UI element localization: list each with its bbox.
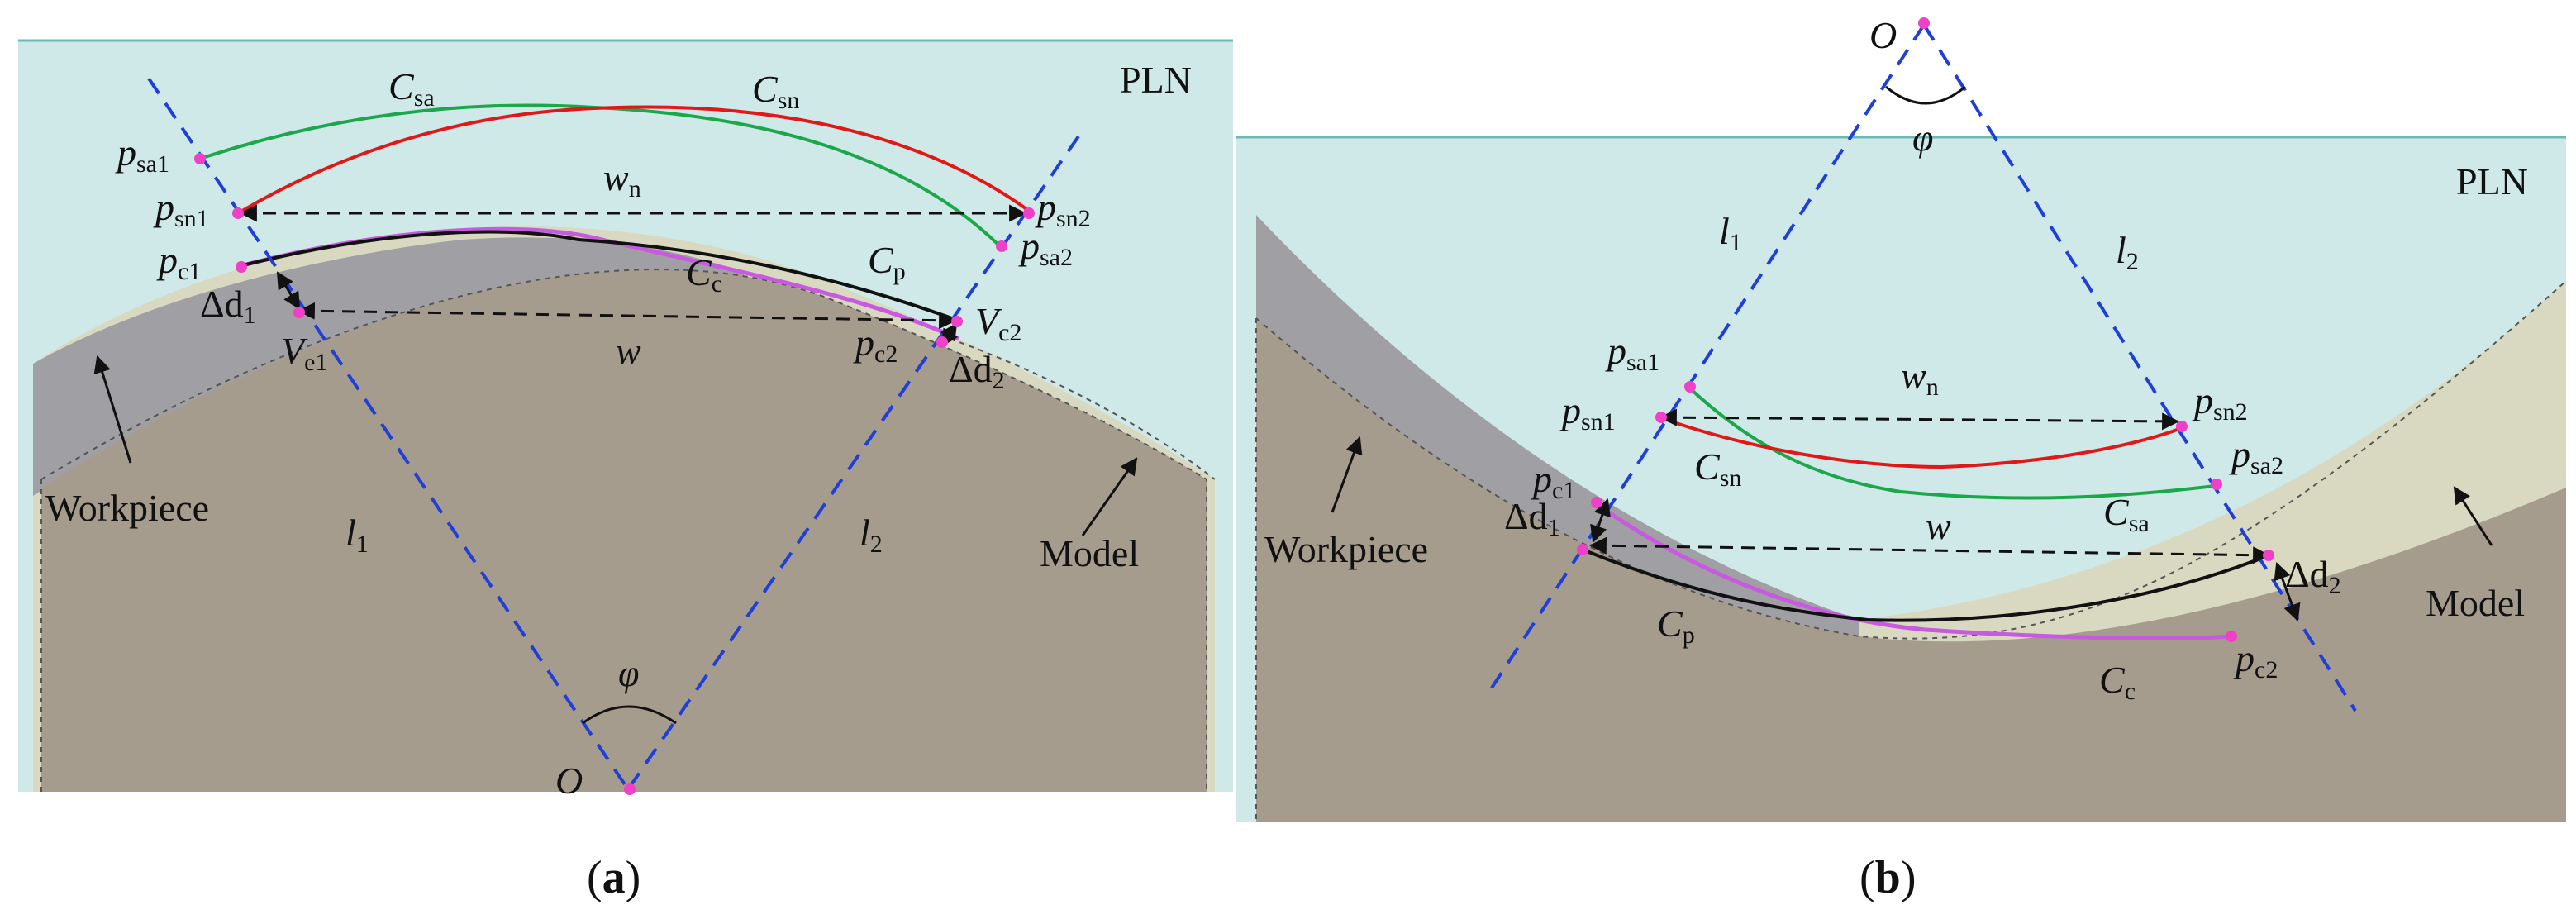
panel-a-curve-csn	[236, 105, 1031, 215]
panel-b-point-psa2	[2211, 479, 2222, 490]
panel-b-dim-d1	[1590, 498, 1611, 543]
panel-b-point-psn2	[2176, 421, 2188, 432]
panel-a-label-pc2: pc2	[853, 321, 898, 368]
panel-b-label-d1: Δd1	[1504, 495, 1560, 541]
panel-a-point-psa1	[194, 153, 206, 164]
panel-b-label-pc2: pc2	[2233, 637, 2278, 683]
panel-a-label-pc1: pc1	[156, 239, 201, 285]
panel-b-line-l1	[1486, 23, 1926, 696]
panel-a-label-phi: φ	[618, 652, 639, 694]
panel-a-point-psa2	[996, 240, 1007, 252]
panel-b-label-cp: Cp	[1657, 602, 1695, 649]
panel-b-point-pc2	[2226, 631, 2237, 642]
panel-a-line-l1	[147, 77, 630, 791]
panel-b-label-pc1: pc1	[1531, 458, 1575, 504]
panel-a-point-o	[624, 783, 636, 795]
panel-a-label-psa1: psa1	[115, 131, 169, 178]
panel-a-model-outline	[950, 338, 1216, 480]
panel-b-workpiece-outline	[1255, 280, 2567, 640]
panel-b-workpiece-label: Workpiece	[1264, 528, 1428, 570]
panel-a: PLN Workpiece Model Csa Csn psa1 psn1 wn…	[18, 39, 1233, 903]
panel-a-label-csn: Csn	[752, 68, 799, 114]
panel-a-label-psn1: psn1	[153, 186, 209, 232]
panel-a-point-pc2	[936, 336, 948, 348]
panel-b-label-psa1: psa1	[1605, 330, 1659, 376]
panel-a-workpiece-outline	[40, 269, 1207, 792]
panel-a-model-arrow	[1081, 457, 1138, 536]
panel-b-label-l2: l2	[2116, 229, 2139, 275]
panel-b-label-psa2: psa2	[2229, 433, 2283, 479]
panel-a-angle-arc	[582, 705, 677, 725]
panel-a-point-psn1	[232, 207, 244, 219]
panel-a-label-l2: l2	[859, 512, 883, 558]
panel-a-label-w: w	[616, 330, 641, 372]
panel-b-label-w: w	[1926, 505, 1951, 547]
panel-a-workpiece-arrow	[93, 355, 132, 464]
panel-a-label-o: O	[555, 759, 583, 802]
panel-a-label-d2: Δd2	[949, 348, 1005, 394]
panel-b-model-arrow	[2453, 486, 2493, 546]
panel-a-caption: (a)	[587, 852, 640, 903]
panel-a-label-wn: wn	[603, 156, 641, 202]
panel-b-curve-csa	[1688, 387, 2216, 500]
panel-a-label-d1: Δd1	[200, 283, 256, 329]
panel-a-point-ve1	[293, 307, 305, 318]
panel-b-line-l2	[1922, 23, 2357, 712]
panel-a-plane-label: PLN	[1120, 59, 1192, 101]
panel-a-workpiece-region	[41, 269, 1207, 792]
panel-b-point-psn1	[1655, 412, 1667, 423]
panel-b-label-o: O	[1869, 14, 1897, 56]
panel-a-dim-w	[297, 302, 957, 330]
panel-b-workpiece-region	[1256, 318, 2566, 822]
panel-a-label-cc: Cc	[686, 251, 722, 298]
panel-b-point-o	[1918, 17, 1930, 29]
panel-b-label-psn2: psn2	[2192, 379, 2248, 426]
panel-a-dim-d1	[276, 271, 301, 310]
panel-b-curve-csn	[1659, 416, 2183, 469]
panel-b-point-e2	[2263, 550, 2274, 561]
panel-a-label-csa: Csa	[388, 65, 435, 112]
panel-b-point-psa1	[1684, 381, 1696, 393]
panel-b-model-label: Model	[2426, 582, 2525, 624]
panel-b-point-e1	[1577, 544, 1588, 555]
panel-a-label-ve1: Ve1	[281, 330, 327, 376]
panel-b-label-csn: Csn	[1694, 445, 1741, 492]
panel-b: PLN Workpiece Model O φ l1 l2 psa1 wn ps…	[1236, 14, 2567, 903]
panel-b-workpiece-arrow	[1331, 436, 1363, 513]
panel-b-caption: (b)	[1859, 852, 1916, 903]
panel-b-angle-arc	[1885, 85, 1966, 105]
panel-a-model-label: Model	[1040, 532, 1139, 574]
panel-b-plane-label: PLN	[2456, 160, 2528, 202]
panel-b-label-phi: φ	[1912, 117, 1933, 159]
panel-a-point-psn2	[1023, 207, 1035, 219]
panel-b-curve-cp	[1582, 548, 2269, 622]
panel-a-label-vc2: Vc2	[975, 300, 1021, 346]
panel-b-label-l1: l1	[1719, 210, 1742, 256]
panel-b-label-wn: wn	[1901, 355, 1939, 401]
panel-a-point-pc1	[236, 261, 247, 273]
panel-b-dim-w	[1588, 536, 2271, 564]
panel-a-label-psa2: psa2	[1018, 225, 1073, 271]
panel-a-label-cp: Cp	[868, 239, 906, 285]
panel-b-label-csa: Csa	[2103, 491, 2150, 537]
panel-b-dim-wn	[1659, 408, 2180, 431]
panel-b-point-pc1	[1591, 497, 1602, 508]
panel-b-label-psn1: psn1	[1559, 389, 1616, 436]
panel-b-label-d2: Δd2	[2285, 553, 2341, 599]
panel-a-label-l1: l1	[345, 512, 369, 558]
panel-a-point-vc2	[951, 316, 963, 327]
panel-a-label-psn2: psn2	[1035, 186, 1091, 232]
panel-a-workpiece-label: Workpiece	[45, 487, 209, 529]
panel-b-gray-allowance	[1256, 215, 1859, 661]
panel-b-label-cc: Cc	[2099, 659, 2136, 705]
panel-a-curve-cp	[239, 230, 959, 322]
panel-b-dim-d2	[2274, 562, 2301, 621]
